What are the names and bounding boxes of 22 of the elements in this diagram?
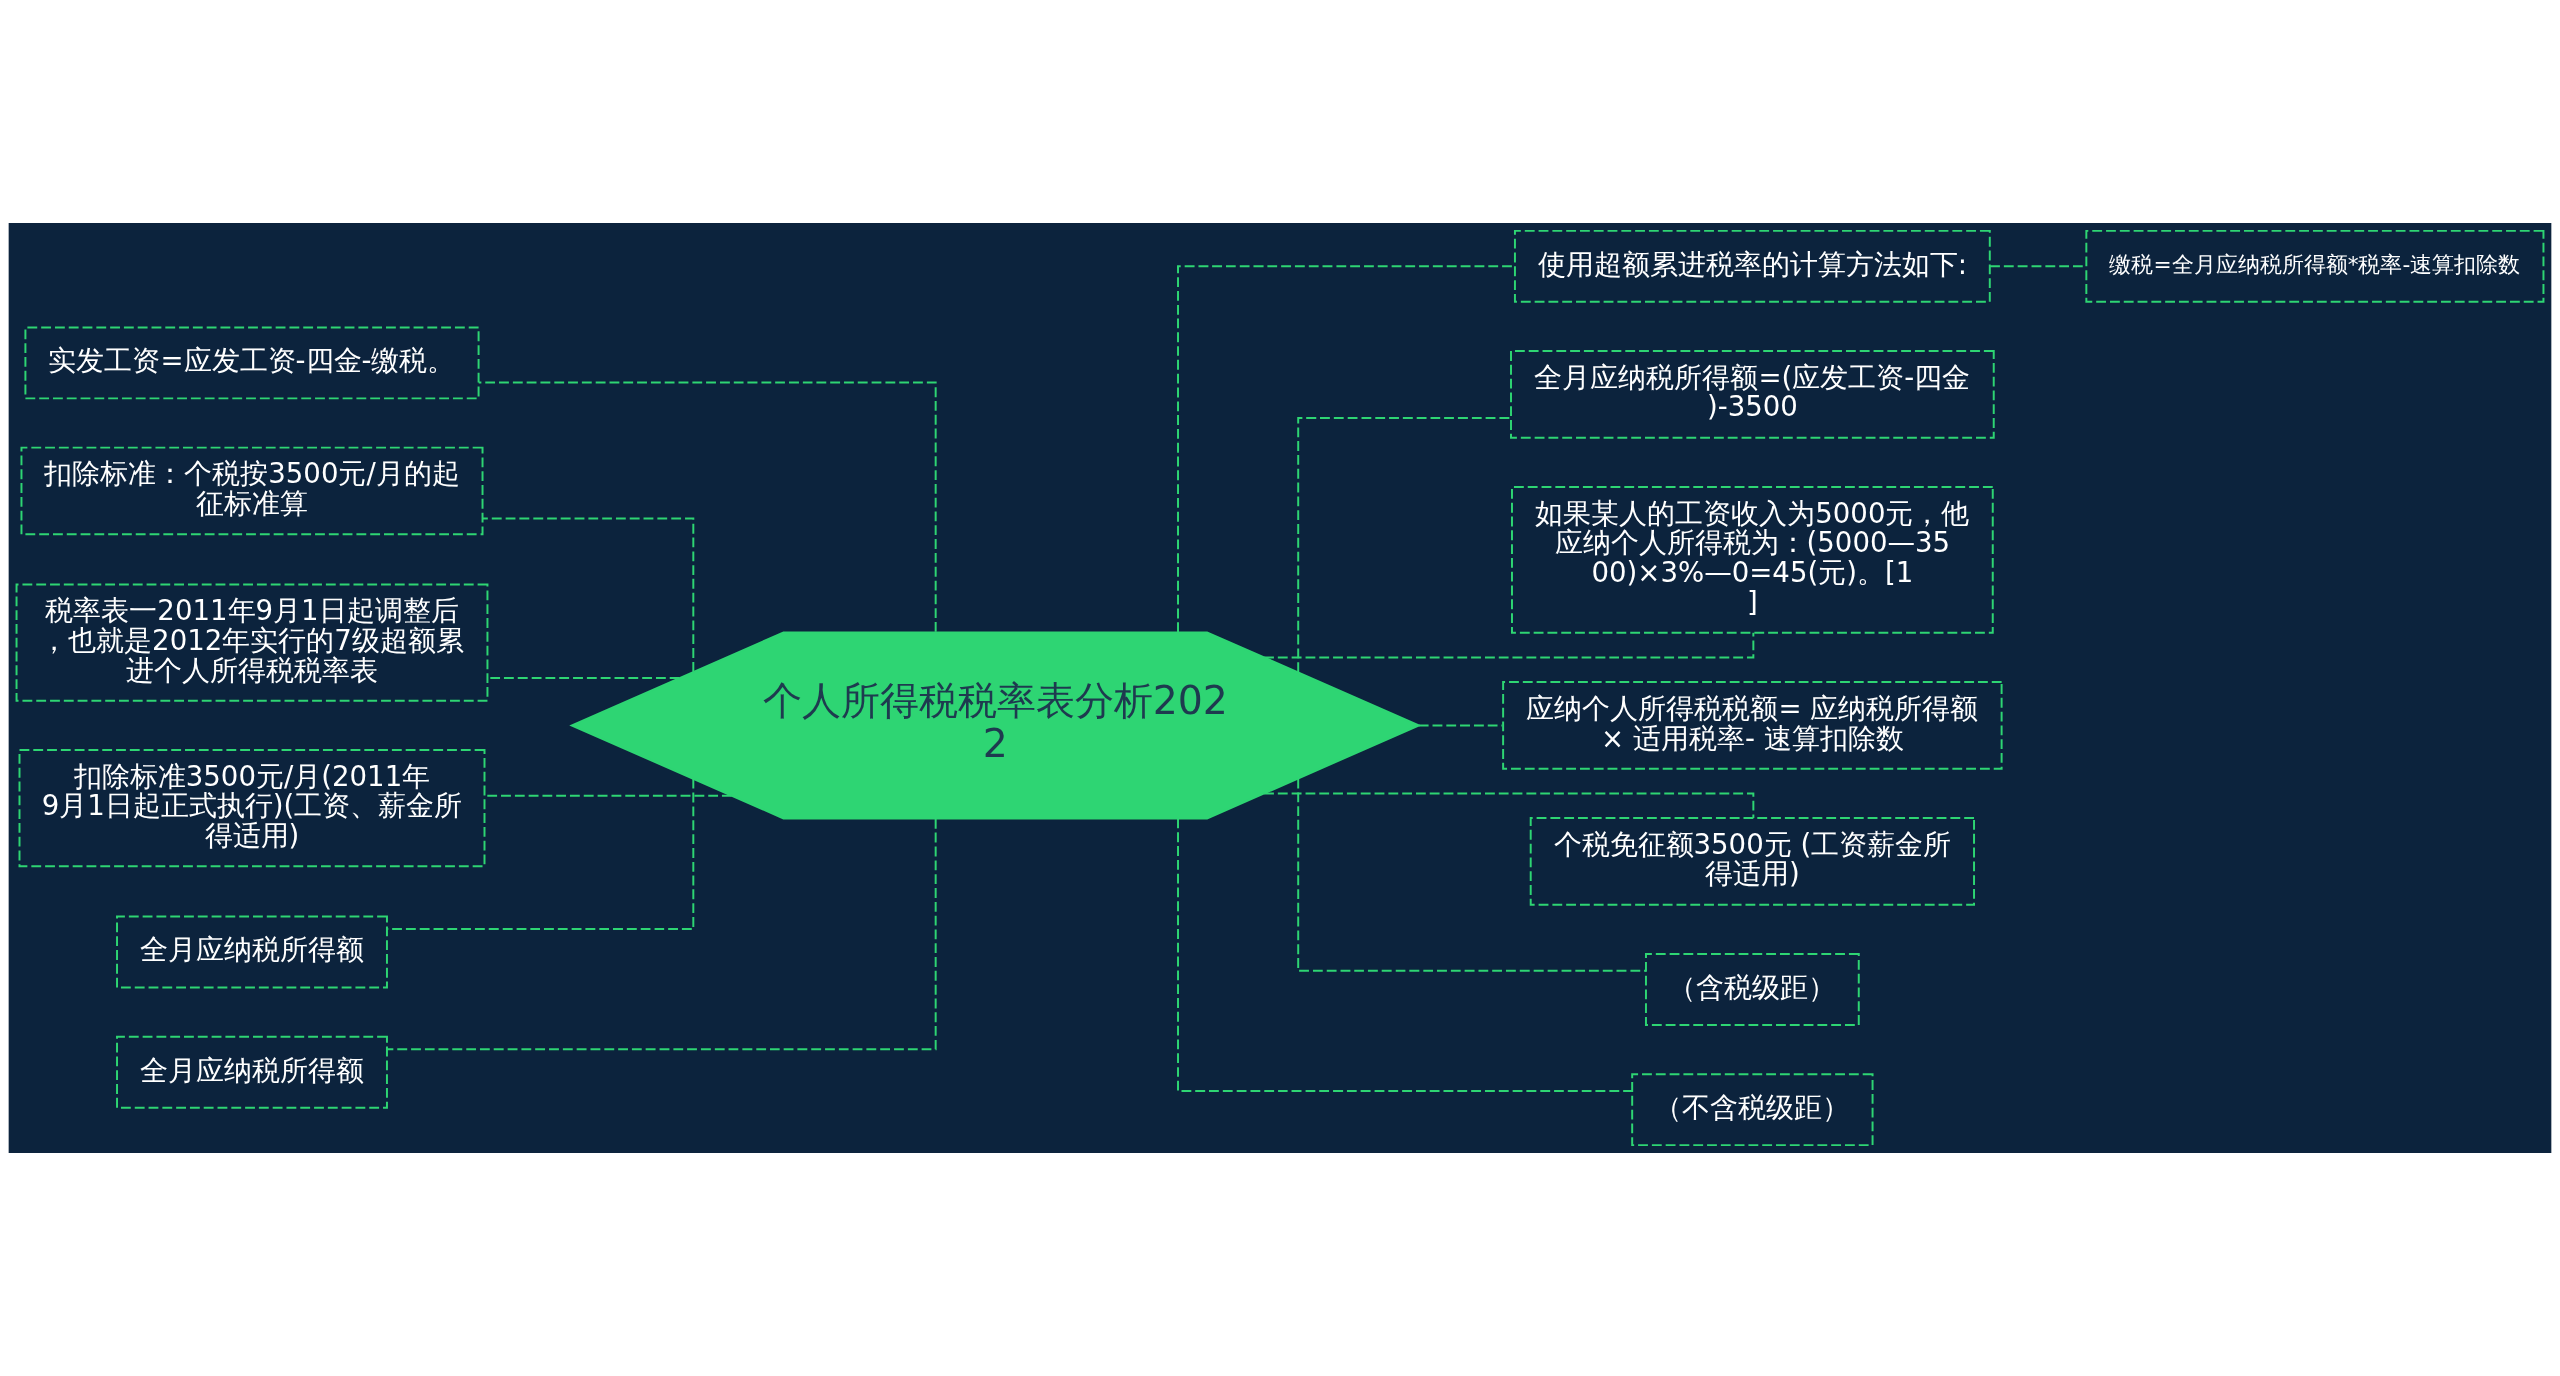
node-box: 全月应纳税所得额=(应发工资-四金)-3500 — [1510, 350, 1995, 439]
node-box: 扣除标准3500元/月(2011年9月1日起正式执行)(工资、薪金所得适用) — [18, 749, 486, 868]
node-box: 全月应纳税所得额 — [116, 1035, 388, 1109]
connector — [482, 517, 695, 673]
node-box: 扣除标准：个税按3500元/月的起征标准算 — [20, 446, 484, 536]
node-box: 实发工资=应发工资-四金-缴税。 — [24, 326, 480, 400]
connector — [477, 381, 937, 633]
connector — [1297, 777, 1647, 972]
node-box: （不含税级距） — [1631, 1073, 1874, 1147]
node-box: 个税免征额3500元 (工资薪金所得适用) — [1529, 817, 1975, 906]
connector — [386, 818, 937, 1051]
node-box: 全月应纳税所得额 — [116, 915, 388, 989]
connector — [1177, 817, 1633, 1092]
node-box: （含税级距） — [1645, 953, 1860, 1026]
connector — [1297, 417, 1512, 673]
connector — [1417, 724, 1504, 727]
node-box: 使用超额累进税率的计算方法如下: — [1513, 229, 1991, 303]
node-box: 如果某人的工资收入为5000元，他应纳个人所得税为：(5000—3500)×3%—0=45(元)。[1] — [1511, 486, 1994, 634]
node-box: 税率表一2011年9月1日起调整后，也就是2012年实行的7级超额累进个人所得税税率表 — [15, 583, 489, 702]
node-box: 缴税=全月应纳税所得额*税率-速算扣除数 — [2085, 229, 2545, 303]
node-box: 应纳个人所得税税额= 应纳税所得额× 适用税率- 速算扣除数 — [1502, 681, 2003, 770]
connector — [386, 777, 695, 930]
